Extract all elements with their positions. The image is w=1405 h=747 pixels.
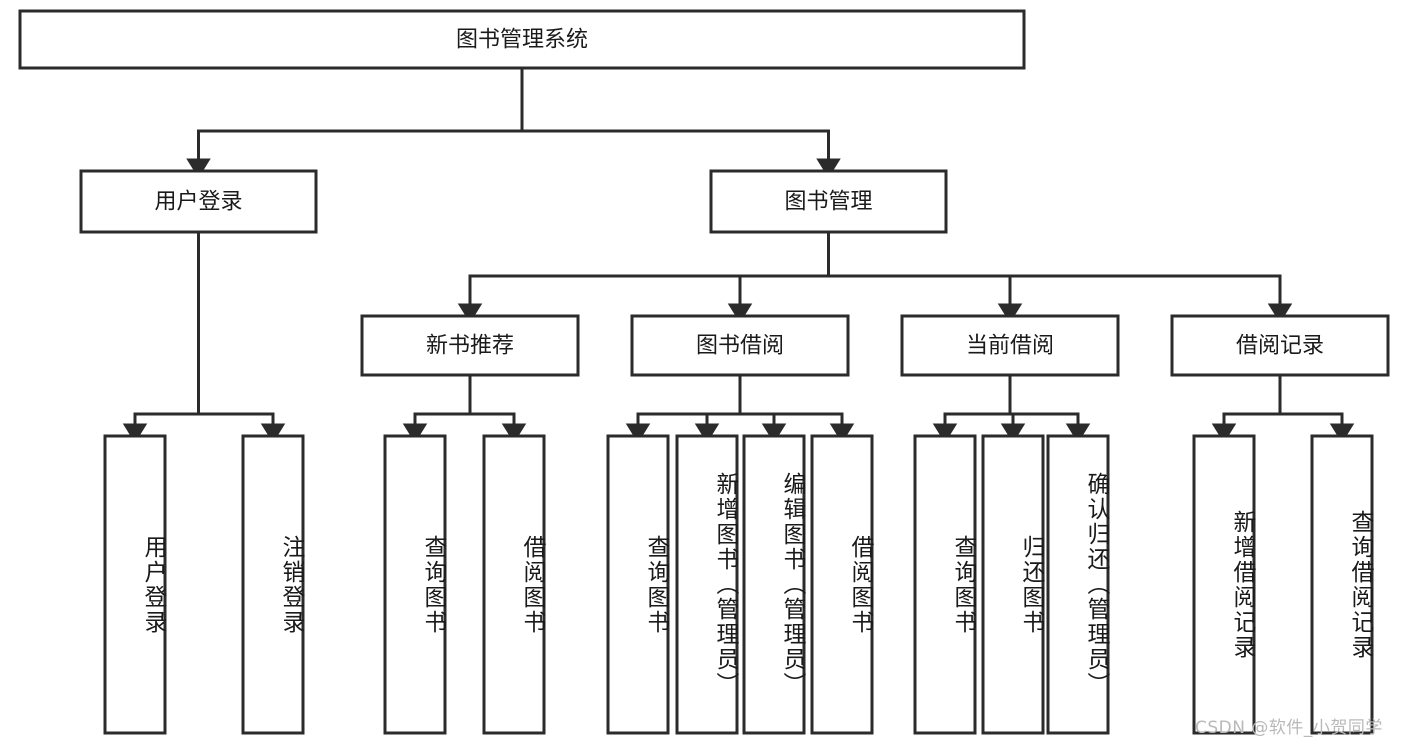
- node-leaf-8[interactable]: [913, 434, 977, 735]
- node-level2-1[interactable]: [709, 169, 948, 234]
- node-level3-label-1: 图书借阅: [696, 334, 784, 359]
- node-leaf-12[interactable]: [1310, 434, 1374, 735]
- node-leaf-7[interactable]: [810, 434, 874, 735]
- node-level3-label-2: 当前借阅: [966, 334, 1054, 359]
- node-level3-label-3: 借阅记录: [1236, 334, 1324, 359]
- node-root[interactable]: [18, 9, 1026, 70]
- connector-layer: [122, 66, 1355, 444]
- node-level3-1[interactable]: [630, 314, 850, 377]
- node-level3-label-0: 新书推荐: [426, 334, 514, 359]
- node-leaf-2[interactable]: [383, 434, 447, 735]
- node-leaf-6[interactable]: [742, 434, 806, 735]
- node-leaf-11[interactable]: [1192, 434, 1256, 735]
- node-level3-0[interactable]: [360, 314, 580, 377]
- node-level3-2[interactable]: [900, 314, 1120, 377]
- node-level2-0[interactable]: [79, 169, 318, 234]
- watermark-text: CSDN @软件_小贺同学: [1195, 718, 1383, 738]
- node-leaf-0[interactable]: [103, 434, 167, 735]
- node-leaf-10[interactable]: [1046, 434, 1110, 735]
- node-level2-label-0: 用户登录: [154, 190, 242, 215]
- node-leaf-3[interactable]: [482, 434, 546, 735]
- node-level3-3[interactable]: [1170, 314, 1390, 377]
- node-box-layer: [18, 9, 1390, 735]
- node-level2-label-1: 图书管理: [784, 190, 872, 215]
- node-leaf-5[interactable]: [675, 434, 739, 735]
- node-root-label: 图书管理系统: [456, 28, 588, 53]
- node-leaf-1[interactable]: [241, 434, 305, 735]
- node-leaf-9[interactable]: [981, 434, 1045, 735]
- node-leaf-4[interactable]: [606, 434, 670, 735]
